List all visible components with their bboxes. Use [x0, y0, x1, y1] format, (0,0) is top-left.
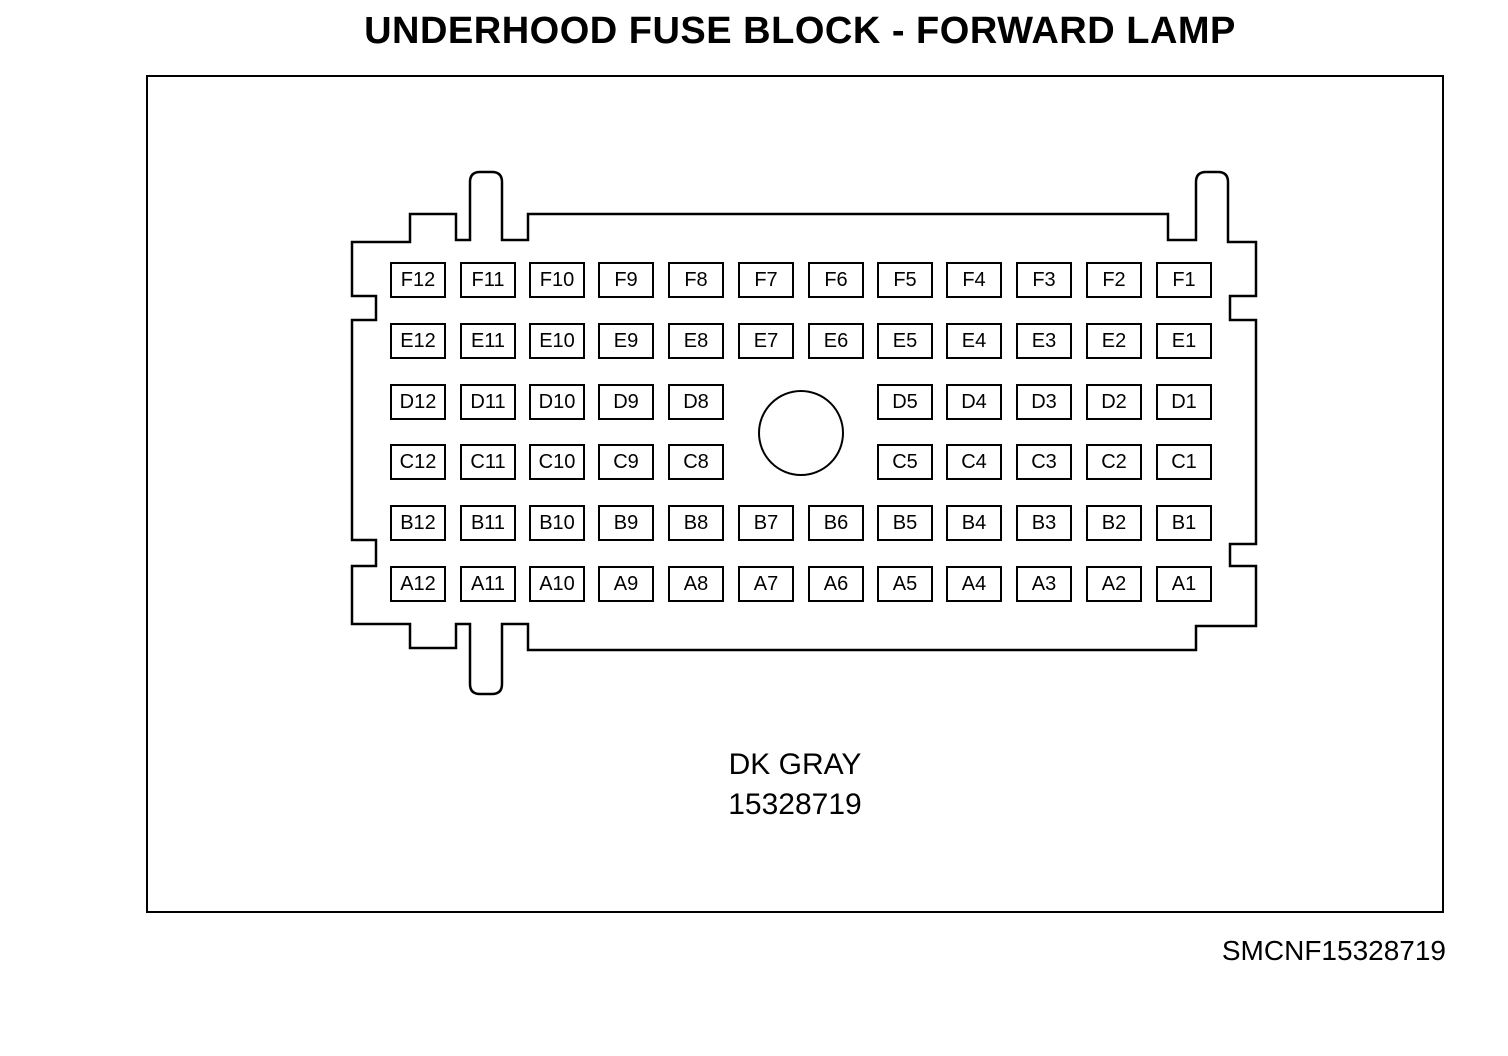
- pin-cavity: A1: [1156, 566, 1212, 602]
- pin-cavity: A4: [946, 566, 1002, 602]
- pin-cavity: F7: [738, 262, 794, 298]
- pin-cavity: B12: [390, 505, 446, 541]
- figure-code: SMCNF15328719: [1221, 935, 1446, 966]
- pin-cavity: E11: [460, 323, 516, 359]
- pin-cavity: C8: [668, 444, 724, 480]
- connector-key-circle: [758, 390, 844, 476]
- pin-cavity: B10: [529, 505, 585, 541]
- pin-cavity: E12: [390, 323, 446, 359]
- pin-cavity: D2: [1086, 384, 1142, 420]
- pin-cavity: F11: [460, 262, 516, 298]
- pin-cavity: B9: [598, 505, 654, 541]
- pin-cavity: D8: [668, 384, 724, 420]
- pin-cavity: E2: [1086, 323, 1142, 359]
- pin-cavity: B5: [877, 505, 933, 541]
- pin-cavity: F3: [1016, 262, 1072, 298]
- pin-cavity: F1: [1156, 262, 1212, 298]
- diagram-frame: [146, 75, 1444, 913]
- pin-cavity: C2: [1086, 444, 1142, 480]
- pin-cavity: E4: [946, 323, 1002, 359]
- connector-part-number: 15328719: [728, 788, 862, 821]
- pin-cavity: A3: [1016, 566, 1072, 602]
- pin-cavity: A7: [738, 566, 794, 602]
- pin-cavity: F6: [808, 262, 864, 298]
- pin-cavity: E6: [808, 323, 864, 359]
- pin-cavity: D11: [460, 384, 516, 420]
- pin-cavity: D1: [1156, 384, 1212, 420]
- pin-cavity: F4: [946, 262, 1002, 298]
- connector-label: DK GRAY 15328719: [700, 745, 890, 825]
- pin-cavity: C4: [946, 444, 1002, 480]
- pin-cavity: A5: [877, 566, 933, 602]
- pin-cavity: B3: [1016, 505, 1072, 541]
- pin-cavity: D4: [946, 384, 1002, 420]
- pin-cavity: C9: [598, 444, 654, 480]
- pin-cavity: D5: [877, 384, 933, 420]
- pin-cavity: C5: [877, 444, 933, 480]
- pin-cavity: F8: [668, 262, 724, 298]
- pin-cavity: F12: [390, 262, 446, 298]
- pin-cavity: E7: [738, 323, 794, 359]
- pin-cavity: A8: [668, 566, 724, 602]
- pin-cavity: C10: [529, 444, 585, 480]
- connector-color: DK GRAY: [728, 748, 862, 781]
- pin-cavity: F10: [529, 262, 585, 298]
- pin-cavity: E5: [877, 323, 933, 359]
- pin-cavity: C3: [1016, 444, 1072, 480]
- pin-cavity: C1: [1156, 444, 1212, 480]
- pin-cavity: B8: [668, 505, 724, 541]
- pin-cavity: B11: [460, 505, 516, 541]
- pin-cavity: B7: [738, 505, 794, 541]
- pin-cavity: E8: [668, 323, 724, 359]
- pin-cavity: A6: [808, 566, 864, 602]
- diagram-title: UNDERHOOD FUSE BLOCK - FORWARD LAMP: [364, 10, 1236, 52]
- pin-cavity: D12: [390, 384, 446, 420]
- pin-cavity: F5: [877, 262, 933, 298]
- pin-cavity: E10: [529, 323, 585, 359]
- pin-cavity: E3: [1016, 323, 1072, 359]
- pin-cavity: D10: [529, 384, 585, 420]
- pin-cavity: B6: [808, 505, 864, 541]
- pin-cavity: B2: [1086, 505, 1142, 541]
- pin-cavity: B1: [1156, 505, 1212, 541]
- pin-cavity: C11: [460, 444, 516, 480]
- pin-cavity: E9: [598, 323, 654, 359]
- pin-cavity: A9: [598, 566, 654, 602]
- pin-cavity: A10: [529, 566, 585, 602]
- pin-cavity: A11: [460, 566, 516, 602]
- pin-cavity: A12: [390, 566, 446, 602]
- pin-cavity: E1: [1156, 323, 1212, 359]
- pin-cavity: D9: [598, 384, 654, 420]
- pin-cavity: F9: [598, 262, 654, 298]
- pin-cavity: C12: [390, 444, 446, 480]
- pin-cavity: F2: [1086, 262, 1142, 298]
- pin-cavity: D3: [1016, 384, 1072, 420]
- pin-cavity: A2: [1086, 566, 1142, 602]
- pin-cavity: B4: [946, 505, 1002, 541]
